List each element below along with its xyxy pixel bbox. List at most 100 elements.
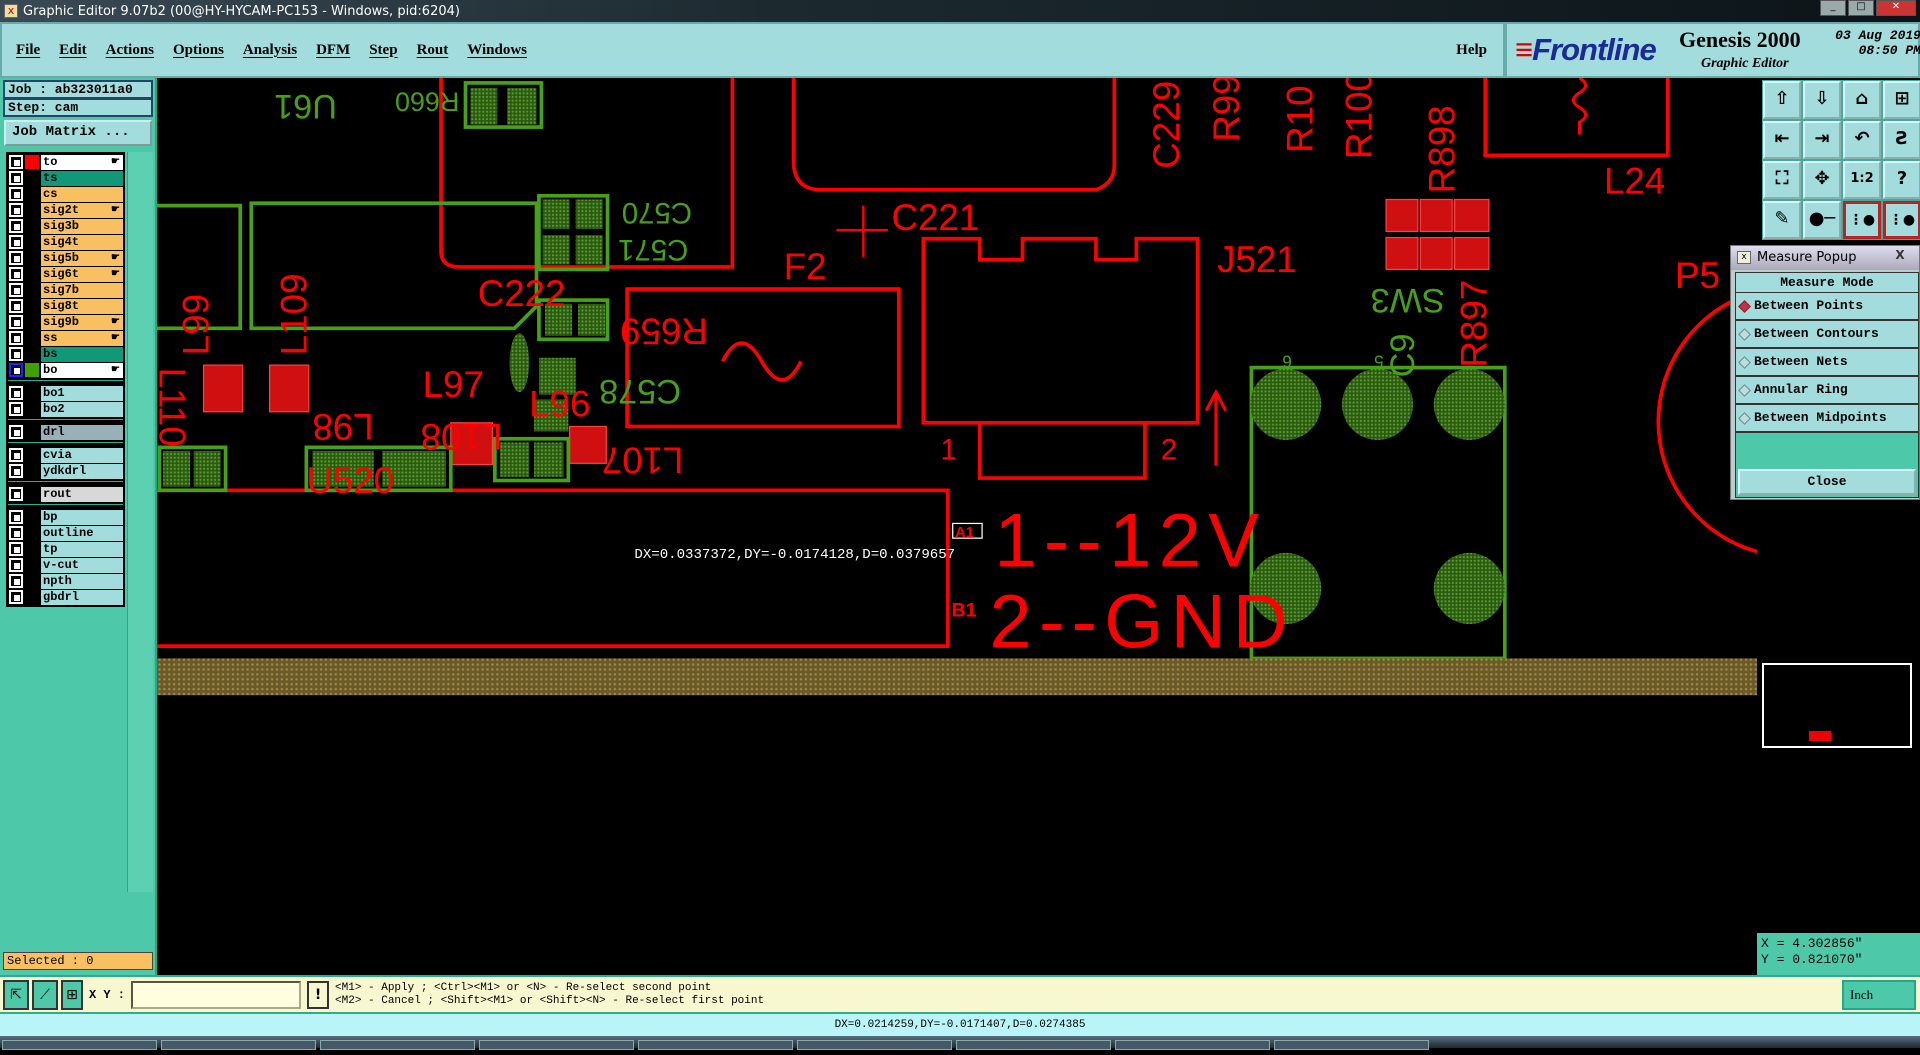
layer-color-swatch[interactable] <box>25 526 39 540</box>
layer-color-swatch[interactable] <box>25 219 39 233</box>
save-job-icon[interactable]: ⇩ <box>1803 81 1841 119</box>
layer-name[interactable]: rout <box>41 486 123 502</box>
layer-name[interactable]: cs <box>41 186 123 202</box>
layer-name[interactable]: sig6t☛ <box>41 266 123 282</box>
layer-scrollbar[interactable] <box>127 152 153 892</box>
layer-color-swatch[interactable] <box>25 235 39 249</box>
minimize-button[interactable]: _ <box>1820 0 1846 16</box>
layer-color-swatch[interactable] <box>25 590 39 604</box>
layer-row-sig6t[interactable]: sig6t☛ <box>8 266 123 282</box>
layer-name[interactable]: bo☛ <box>41 362 123 378</box>
layer-row-sig4t[interactable]: sig4t <box>8 234 123 250</box>
layer-row-rout[interactable]: rout <box>8 486 123 502</box>
radio-diamond-icon[interactable] <box>1738 299 1751 313</box>
layer-row-bo[interactable]: bo☛ <box>8 362 123 378</box>
layer-name[interactable]: sig7b <box>41 282 123 298</box>
measure-option-between-contours[interactable]: Between Contours <box>1736 321 1918 349</box>
layer-checkbox[interactable] <box>9 347 23 361</box>
layer-row-bp[interactable]: bp <box>8 509 123 525</box>
graphics-canvas[interactable]: C229 R99 R10 R100 R898 R897 L24 C221 F2 … <box>157 78 1757 975</box>
layer-checkbox[interactable] <box>9 315 23 329</box>
layer-color-swatch[interactable] <box>25 558 39 572</box>
layer-name[interactable]: bs <box>41 346 123 362</box>
layer-checkbox[interactable] <box>9 574 23 588</box>
menu-help[interactable]: Help <box>1456 41 1487 58</box>
layer-row-cvia[interactable]: cvia <box>8 447 123 463</box>
layer-name[interactable]: gbdrl <box>41 589 123 605</box>
layer-name[interactable]: sig8t <box>41 298 123 314</box>
layer-name[interactable]: sig9b☛ <box>41 314 123 330</box>
layer-name[interactable]: v-cut <box>41 557 123 573</box>
layer-checkbox[interactable] <box>9 283 23 297</box>
layer-name[interactable]: drl <box>41 424 123 440</box>
layer-row-tp[interactable]: tp <box>8 541 123 557</box>
layer-name[interactable]: outline <box>41 525 123 541</box>
layer-checkbox[interactable] <box>9 526 23 540</box>
menu-step[interactable]: Step <box>369 41 398 58</box>
layer-checkbox[interactable] <box>9 542 23 556</box>
layer-name[interactable]: bp <box>41 509 123 525</box>
layer-name[interactable]: npth <box>41 573 123 589</box>
layer-color-swatch[interactable] <box>25 155 39 169</box>
layer-checkbox[interactable] <box>9 558 23 572</box>
open-job-icon[interactable]: ⇧ <box>1763 81 1801 119</box>
scale-1-2-icon[interactable]: 1:2 <box>1843 161 1881 199</box>
maximize-button[interactable]: □ <box>1848 0 1874 16</box>
layer-color-swatch[interactable] <box>25 251 39 265</box>
select-arrow-icon[interactable]: ⇱ <box>3 979 29 1010</box>
layer-name[interactable]: cvia <box>41 447 123 463</box>
layer-color-swatch[interactable] <box>25 487 39 501</box>
layer-color-swatch[interactable] <box>25 283 39 297</box>
unit-selector[interactable]: Inch <box>1842 979 1916 1010</box>
snap-icon[interactable]: Ƨ <box>1883 121 1920 159</box>
layer-color-swatch[interactable] <box>25 315 39 329</box>
popup-close-icon[interactable]: X <box>1895 248 1905 262</box>
layer-name[interactable]: sig5b☛ <box>41 250 123 266</box>
zoom-fit-icon[interactable]: ⛶ <box>1763 161 1801 199</box>
layer-row-sig2t[interactable]: sig2t☛ <box>8 202 123 218</box>
layer-color-swatch[interactable] <box>25 448 39 462</box>
snap-icon[interactable]: ⟋ <box>32 979 58 1010</box>
close-button[interactable]: Close <box>1738 469 1916 495</box>
layer-checkbox[interactable] <box>9 299 23 313</box>
layer-name[interactable]: tp <box>41 541 123 557</box>
menu-options[interactable]: Options <box>173 41 224 58</box>
menu-rout[interactable]: Rout <box>416 41 449 58</box>
layer-row-cs[interactable]: cs <box>8 186 123 202</box>
layer-checkbox[interactable] <box>9 510 23 524</box>
layer-name[interactable]: sig4t <box>41 234 123 250</box>
layer-row-sig7b[interactable]: sig7b <box>8 282 123 298</box>
net-highlight-icon[interactable]: ⋮● <box>1843 201 1881 239</box>
measure-option-annular-ring[interactable]: Annular Ring <box>1736 377 1918 405</box>
layer-checkbox[interactable] <box>9 425 23 439</box>
menu-windows[interactable]: Windows <box>467 41 527 58</box>
close-window-button[interactable]: ✕ <box>1876 0 1916 16</box>
layer-name[interactable]: to☛ <box>41 154 123 170</box>
layer-color-swatch[interactable] <box>25 203 39 217</box>
home-icon[interactable]: ⌂ <box>1843 81 1881 119</box>
layer-checkbox[interactable] <box>9 363 23 377</box>
radio-diamond-icon[interactable] <box>1738 383 1751 397</box>
measure-icon[interactable]: ●─ <box>1803 201 1841 239</box>
menu-file[interactable]: File <box>16 41 41 58</box>
menu-actions[interactable]: Actions <box>105 41 155 58</box>
layer-checkbox[interactable] <box>9 590 23 604</box>
popup-titlebar[interactable]: x Measure Popup X <box>1731 246 1919 270</box>
layer-name[interactable]: ydkdrl <box>41 463 123 479</box>
layer-checkbox[interactable] <box>9 487 23 501</box>
layer-row-gbdrl[interactable]: gbdrl <box>8 589 123 605</box>
radio-diamond-icon[interactable] <box>1738 355 1751 369</box>
layer-row-v-cut[interactable]: v-cut <box>8 557 123 573</box>
layer-color-swatch[interactable] <box>25 574 39 588</box>
layer-checkbox[interactable] <box>9 386 23 400</box>
layer-name[interactable]: sig2t☛ <box>41 202 123 218</box>
layer-color-swatch[interactable] <box>25 347 39 361</box>
layer-row-sig8t[interactable]: sig8t <box>8 298 123 314</box>
layer-checkbox[interactable] <box>9 171 23 185</box>
layer-row-bo1[interactable]: bo1 <box>8 385 123 401</box>
layer-color-swatch[interactable] <box>25 425 39 439</box>
xy-input[interactable] <box>131 980 302 1009</box>
net-select-icon[interactable]: ⋮● <box>1883 201 1920 239</box>
layer-name[interactable]: bo1 <box>41 385 123 401</box>
layer-row-outline[interactable]: outline <box>8 525 123 541</box>
